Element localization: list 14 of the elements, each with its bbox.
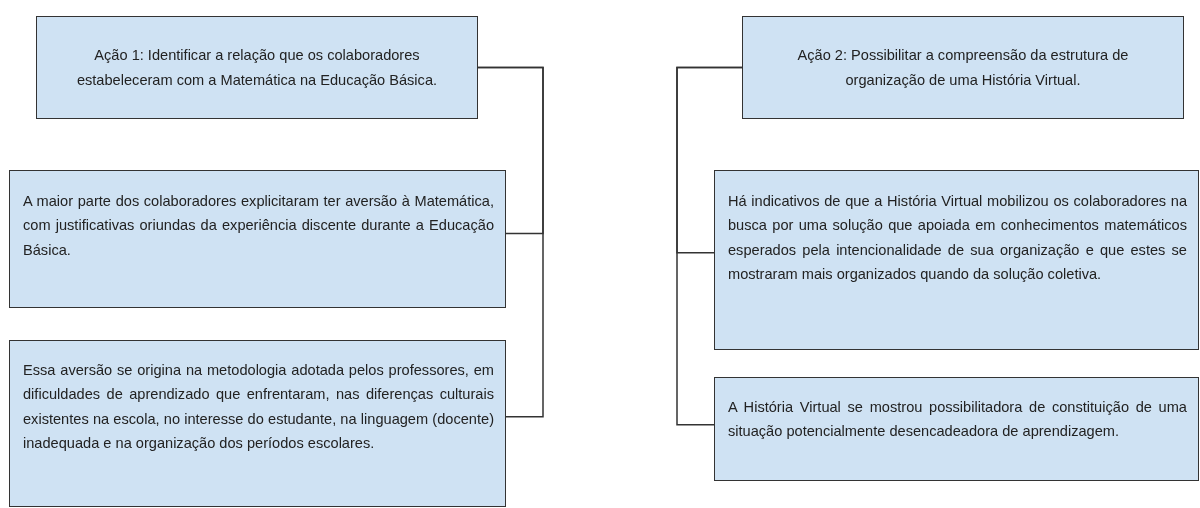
finding-box (714, 170, 1199, 350)
box-text: Ação 1: Identificar a relação que os colaboradores estabeleceram com a Matemática na Educação Básica. (75, 46, 439, 90)
finding-box (714, 377, 1199, 481)
action-box (742, 16, 1184, 119)
connector-line (477, 66, 544, 418)
connector-line (676, 66, 743, 426)
box-text: Ação 2: Possibilitar a compreensão da estrutura de organização de uma História Virtual. (796, 46, 1130, 90)
box-text: A História Virtual se mostrou possibilitadora de constituição de uma situação potencialmente desencadeadora de aprendizagem. (728, 398, 1187, 442)
box-text: Há indicativos de que a História Virtual mobilizou os colaboradores na busca por uma solução que apoiada em conhecimentos matemáticos esperados pela intencionalidade de sua organização e que estes se mostraram mais organizados quando da solução coletiva. (728, 192, 1187, 285)
finding-box (9, 340, 506, 507)
action-box (36, 16, 478, 119)
finding-box (9, 170, 506, 308)
box-text: A maior parte dos colaboradores explicitaram ter aversão à Matemática, com justificativas oriundas da experiência discente durante a Educação Básica. (23, 192, 494, 260)
box-text: Essa aversão se origina na metodologia adotada pelos professores, em dificuldades de aprendizado que enfrentaram, nas diferenças culturais existentes na escola, no interesse do estudante, na linguagem (docente) inadequada e na organização dos períodos escolares. (23, 361, 494, 454)
